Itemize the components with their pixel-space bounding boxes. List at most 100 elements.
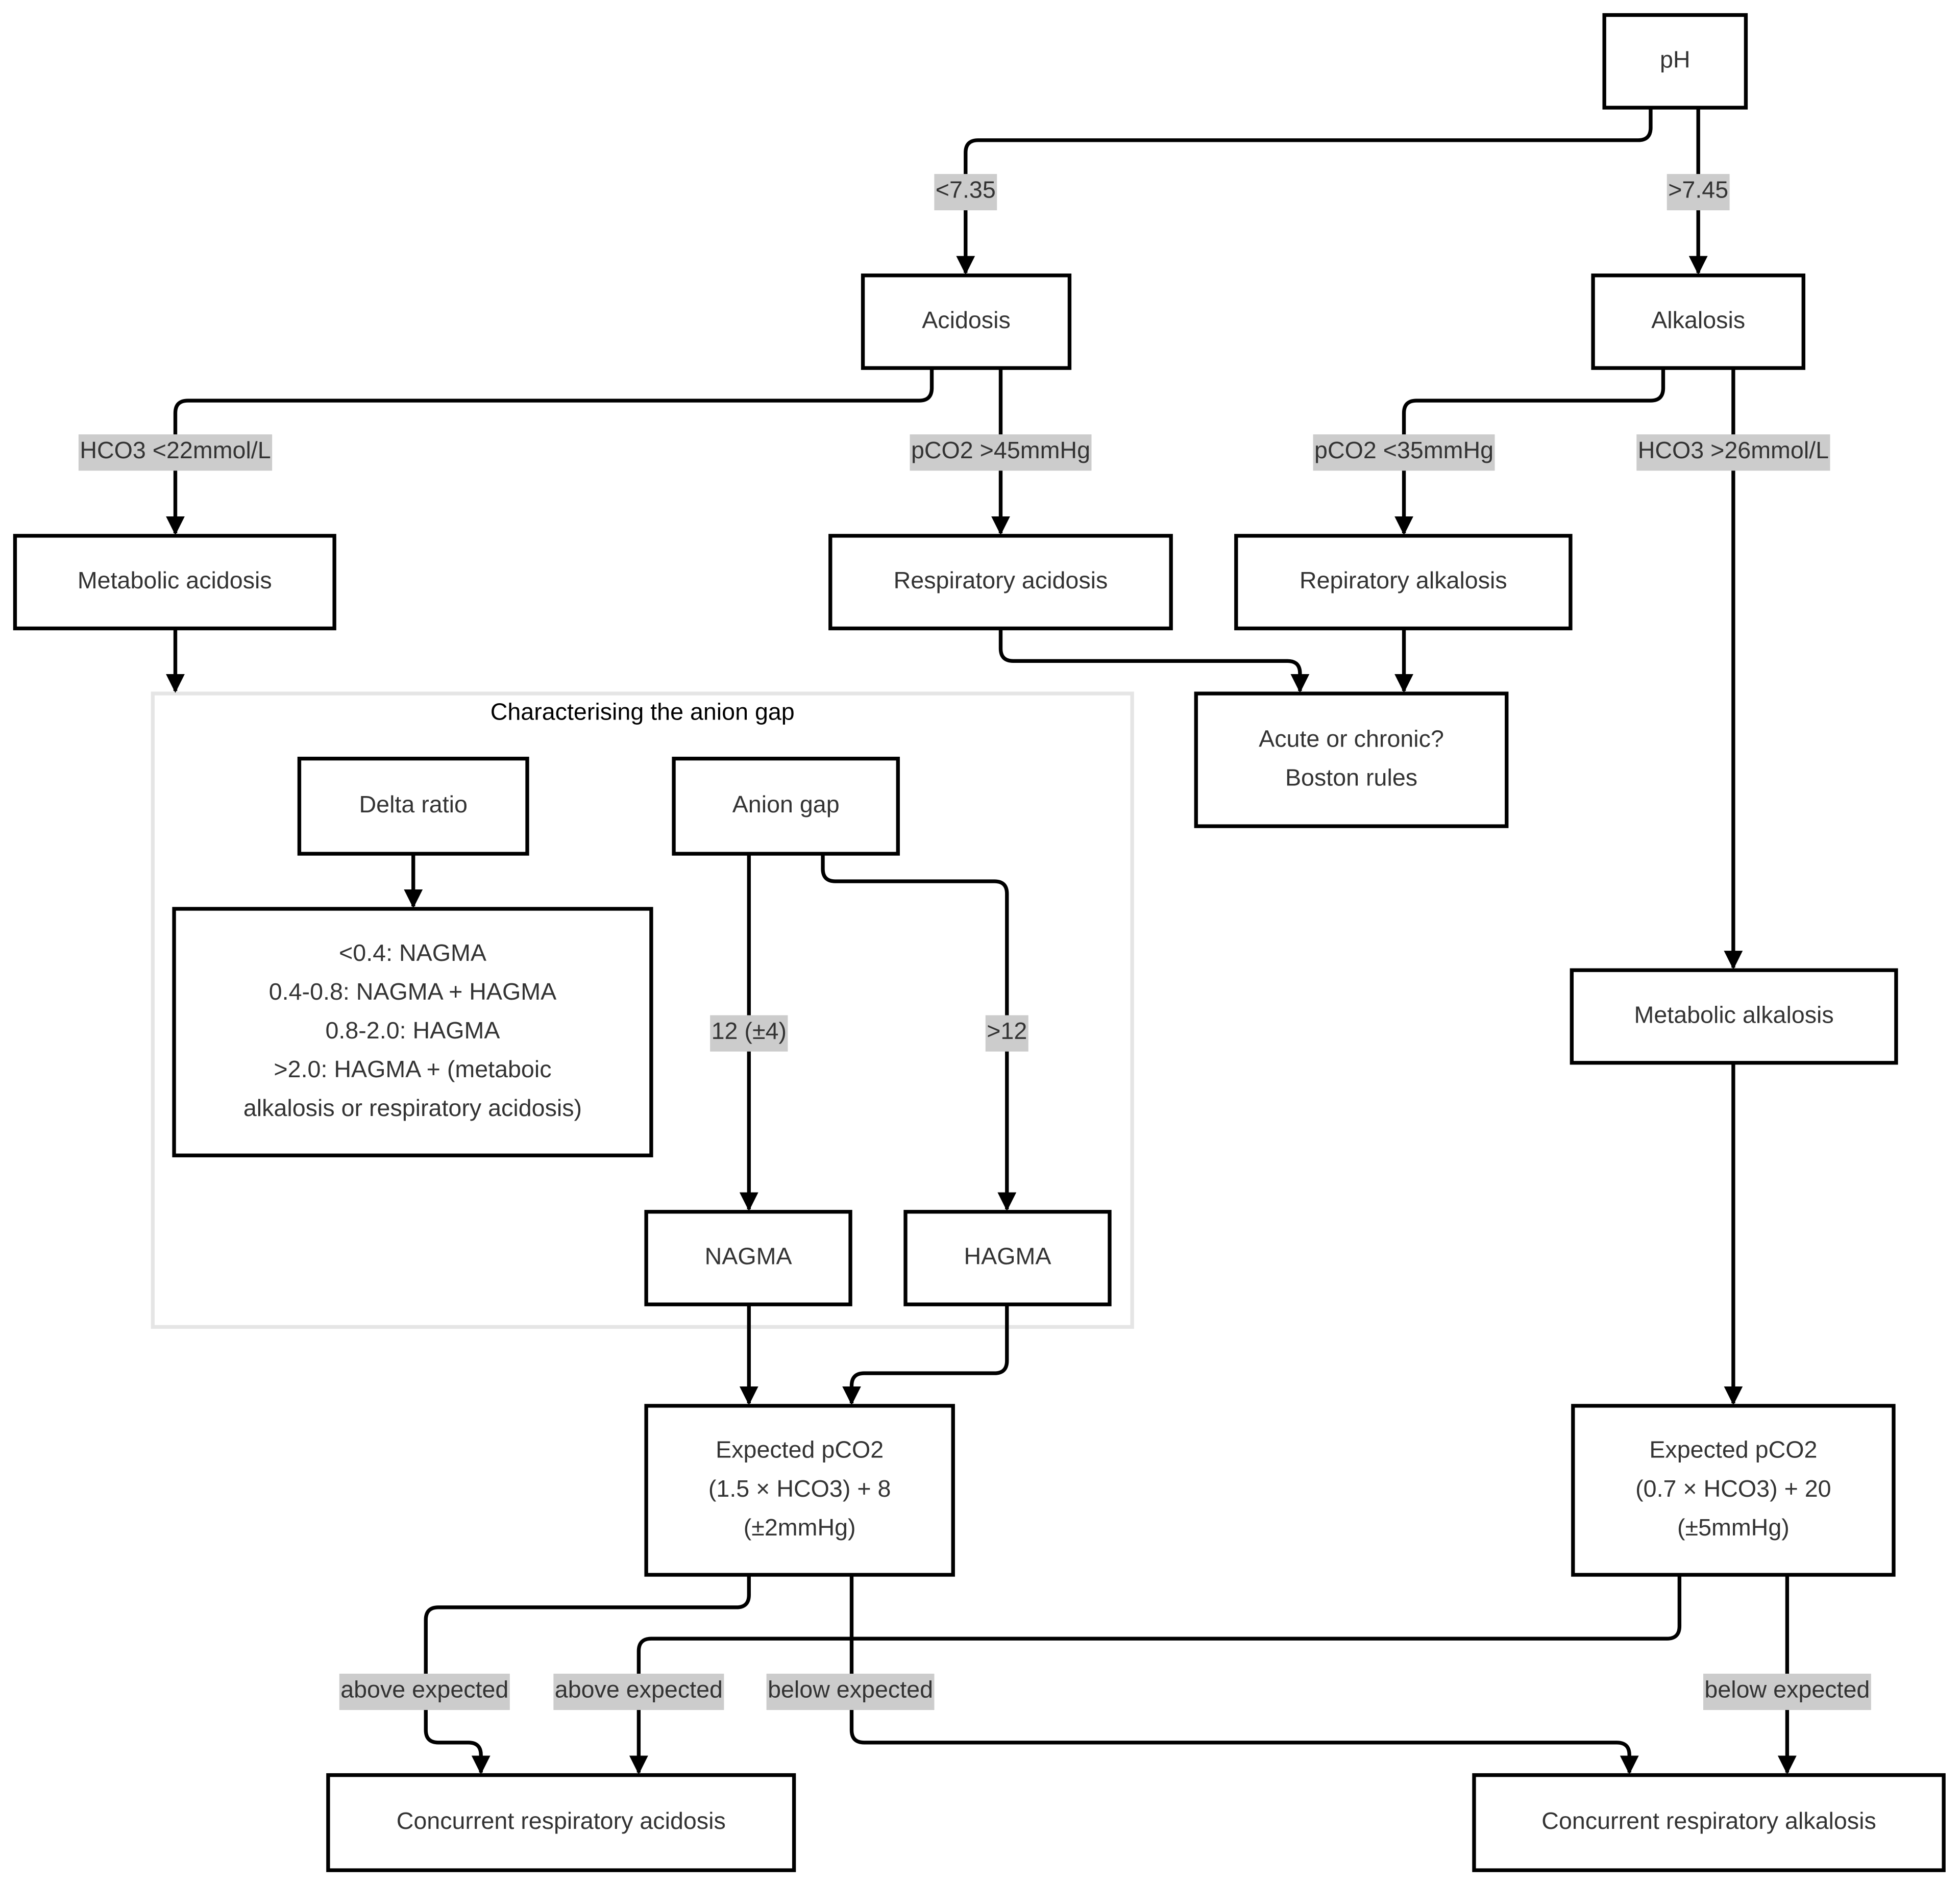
node-label-line: Boston rules [1285,764,1417,790]
edge-label-background [78,434,273,471]
edge-label: HCO3 >26mmol/L [1636,434,1830,471]
edge-label-text: >7.45 [1668,177,1728,203]
edge-expected-pco2-alk-to-concurrent-resp-acidosis [629,1575,1682,1775]
edge-ph-to-acidosis [956,107,1653,275]
node-box [828,534,1173,631]
node-box [1602,13,1748,110]
node-box [644,1404,955,1577]
edge-acidosis-to-metabolic-acidosis [166,368,934,535]
edge-label-background [339,1673,510,1711]
edge-label-background [1703,1673,1871,1711]
edge-label: HCO3 <22mmol/L [78,434,273,471]
node-label-line: Concurrent respiratory alkalosis [1541,1807,1876,1834]
node-box [1570,968,1898,1065]
node-anion-gap[interactable]: Anion gap [672,756,900,856]
edge-label: above expected [553,1673,724,1711]
edge-label-background [910,434,1092,471]
edge-label: below expected [766,1673,935,1711]
edge-expected-pco2-acid-to-concurrent-resp-alkalosis [849,1575,1639,1775]
node-label-line: Repiratory alkalosis [1300,567,1507,593]
edge-label-background [1313,434,1495,471]
node-label-line: Anion gap [732,791,840,817]
edge-label: 12 (±4) [710,1015,788,1052]
edge-label-background [985,1015,1028,1052]
node-concurrent-resp-alkalosis[interactable]: Concurrent respiratory alkalosis [1472,1773,1946,1872]
node-label-line: Metabolic alkalosis [1634,1001,1833,1028]
node-concurrent-resp-acidosis[interactable]: Concurrent respiratory acidosis [326,1773,796,1872]
cluster-anion-gap: Characterising the anion gap [151,691,1134,1329]
edge-label-text: 12 (±4) [712,1018,787,1044]
node-label-line: Concurrent respiratory acidosis [397,1807,726,1834]
node-label-line: Respiratory acidosis [894,567,1108,593]
node-label-line: Metabolic acidosis [78,567,272,593]
node-acute-chronic[interactable]: Acute or chronic? Boston rules [1194,691,1509,828]
edge-label-text: HCO3 <22mmol/L [80,437,271,463]
node-respiratory-alkalosis[interactable]: Repiratory alkalosis [1234,534,1573,631]
edge-label: >7.45 [1667,173,1730,211]
node-label-line: (1.5 × HCO3) + 8 [708,1475,891,1502]
node-nagma[interactable]: NAGMA [644,1209,852,1306]
node-box [861,274,1072,370]
node-label-line: (±2mmHg) [744,1514,856,1541]
node-box [672,756,900,856]
edge-label-text: below expected [768,1676,933,1703]
node-label-line: Acute or chronic? [1259,725,1444,752]
edge-label-background [1636,434,1830,471]
edge-label: >12 [985,1015,1028,1052]
node-box [1194,691,1509,828]
edge-label: pCO2 >45mmHg [910,434,1092,471]
node-hagma[interactable]: HAGMA [903,1209,1112,1306]
edge-label-text: >12 [987,1018,1027,1044]
node-box [297,756,529,856]
node-label-line: NAGMA [705,1243,792,1270]
edge-label: pCO2 <35mmHg [1313,434,1495,471]
cluster-title: Characterising the anion gap [491,699,795,725]
edge-label-text: pCO2 <35mmHg [1314,437,1493,463]
edge-label: above expected [339,1673,510,1711]
edge-label: below expected [1703,1673,1871,1711]
edge-label-background [1667,173,1730,211]
node-box [644,1209,852,1306]
node-label-line: (0.7 × HCO3) + 20 [1635,1475,1831,1502]
node-label-line: 0.8-2.0: HAGMA [325,1017,500,1044]
node-label-line: >2.0: HAGMA + (metaboic [274,1056,551,1082]
edge-alkalosis-to-respiratory-alkalosis [1394,368,1665,535]
edge-label-background [710,1015,788,1052]
node-box [1472,1773,1946,1872]
edge-respiratory-acidosis-to-acute-chronic [998,628,1310,693]
node-box [326,1773,796,1872]
node-respiratory-acidosis[interactable]: Respiratory acidosis [828,534,1173,631]
node-label-line: HAGMA [964,1243,1051,1270]
node-label-line: 0.4-0.8: NAGMA + HAGMA [269,978,556,1005]
node-alkalosis[interactable]: Alkalosis [1591,274,1805,370]
node-box [13,534,336,631]
edge-label-text: <7.35 [936,177,996,203]
edge-label-background [934,173,997,211]
node-ph[interactable]: pH [1602,13,1748,110]
node-label-line: pH [1660,46,1690,73]
edge-label-background [553,1673,724,1711]
edge-label-text: below expected [1704,1676,1870,1703]
node-delta-ratio[interactable]: Delta ratio [297,756,529,856]
node-box [903,1209,1112,1306]
node-expected-pco2-acid[interactable]: Expected pCO2 (1.5 × HCO3) + 8 (±2mmHg) [644,1404,955,1577]
node-box [1591,274,1805,370]
node-label-line: (±5mmHg) [1677,1514,1790,1541]
node-metabolic-acidosis[interactable]: Metabolic acidosis [13,534,336,631]
cluster-border [151,691,1134,1329]
edge-label-text: HCO3 >26mmol/L [1638,437,1829,463]
node-label-line: Expected pCO2 [716,1436,884,1463]
edge-label-background [766,1673,935,1711]
node-acidosis[interactable]: Acidosis [861,274,1072,370]
node-label-line: Acidosis [922,307,1011,333]
node-box [1234,534,1573,631]
edge-label-text: pCO2 >45mmHg [911,437,1090,463]
node-expected-pco2-alk[interactable]: Expected pCO2(0.7 × HCO3) + 20(±5mmHg) [1571,1404,1896,1577]
edge-label-text: above expected [340,1676,508,1703]
node-label-line: Alkalosis [1651,307,1745,333]
edge-label-text: above expected [555,1676,723,1703]
node-metabolic-alkalosis[interactable]: Metabolic alkalosis [1570,968,1898,1065]
node-box [172,907,653,1157]
